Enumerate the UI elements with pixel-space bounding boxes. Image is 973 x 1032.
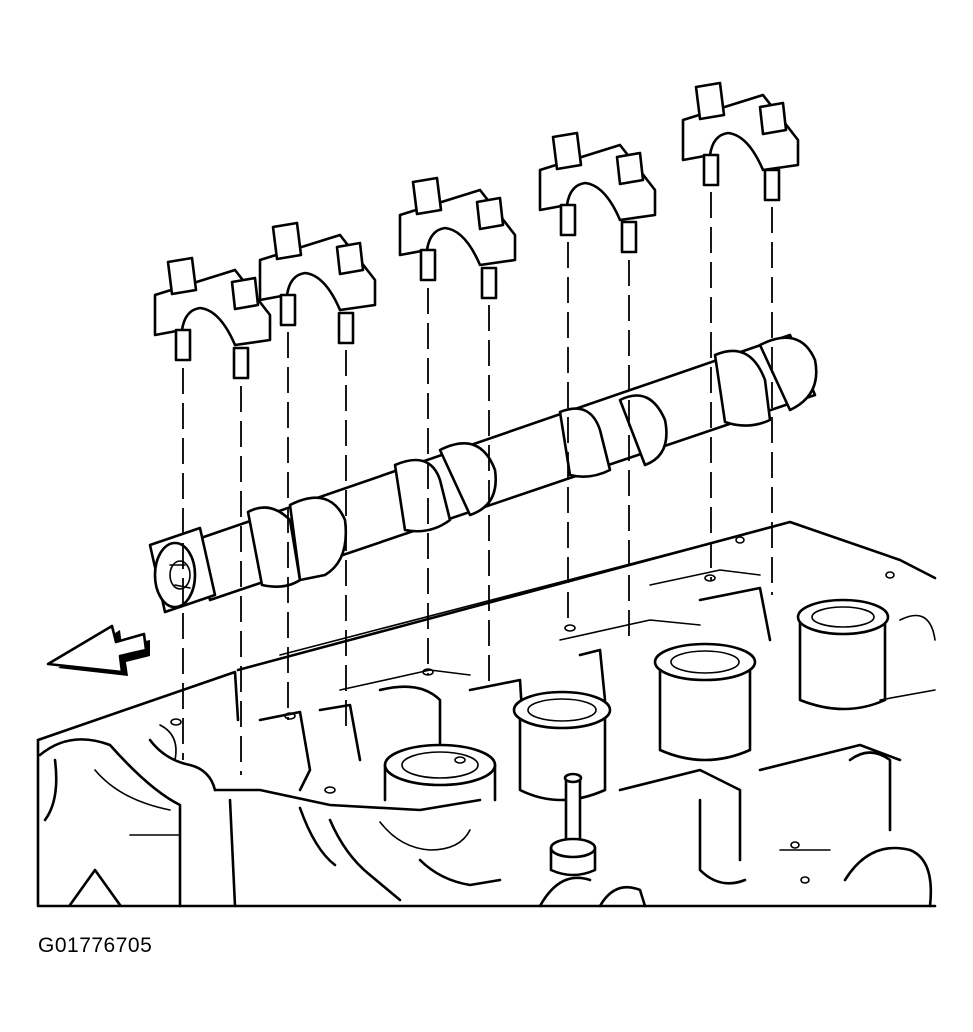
- cylinder-head: [36, 520, 937, 908]
- alignment-lines: [182, 192, 773, 775]
- camshaft-bearing-cap: [153, 256, 272, 380]
- camshaft-bearing-cap: [398, 176, 517, 300]
- figure-id-label: G01776705: [38, 934, 153, 957]
- camshaft-bearing-cap: [538, 131, 657, 254]
- camshaft-bearing-cap: [258, 221, 377, 345]
- camshaft: [148, 333, 818, 614]
- bearing-caps: [153, 81, 800, 380]
- camshaft-bearing-cap: [681, 81, 800, 202]
- front-direction-arrow: [46, 624, 150, 676]
